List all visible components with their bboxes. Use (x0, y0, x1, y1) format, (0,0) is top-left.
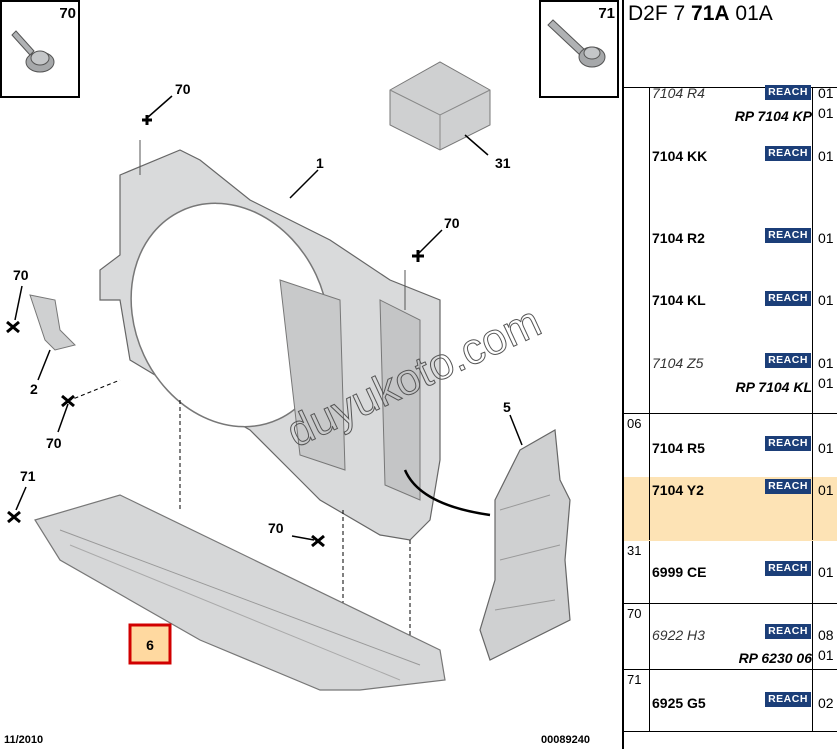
table-group: 71 6925 G5 REACH 02 (624, 670, 837, 732)
part-qty: 01 (818, 647, 834, 663)
part-ref[interactable]: 7104 R2 (652, 230, 705, 246)
group-number: 71 (627, 672, 642, 687)
callout-70-bottom: 70 (268, 520, 284, 536)
part-qty: 02 (818, 695, 834, 711)
part-qty: 01 (818, 355, 834, 371)
callout-70-box: 70 (59, 5, 76, 22)
reach-badge: REACH (765, 85, 811, 100)
part-qty: 01 (818, 105, 834, 121)
table-title: D2F 7 71A 01A (628, 2, 773, 25)
callout-70-lower-left: 70 (46, 435, 62, 451)
part-qty: 01 (818, 564, 834, 580)
part-replacement[interactable]: RP 7104 KP (734, 108, 812, 124)
part-ref-selected[interactable]: 7104 Y2 (652, 482, 704, 498)
callout-6-highlight (128, 623, 172, 665)
part-ref[interactable]: 7104 KK (652, 148, 708, 164)
bolt-70-box: 70 (0, 0, 80, 98)
marker-70-right: 70 (412, 215, 460, 262)
table-header: D2F 7 71A 01A (624, 0, 837, 88)
marker-70-bottom: 70 (268, 520, 325, 548)
callout-71-box: 71 (598, 5, 615, 22)
callout-2: 2 (30, 381, 38, 397)
marker-71-bottom: 71 (7, 468, 36, 524)
part-qty: 01 (818, 440, 834, 456)
callout-5: 5 (503, 399, 511, 415)
callout-31: 31 (495, 155, 511, 171)
parts-table: D2F 7 71A 01A 7104 R4 REACH 01 RP 7104 K… (622, 0, 837, 749)
callout-71-bottom: 71 (20, 468, 36, 484)
reach-badge: REACH (765, 146, 811, 161)
part-qty: 01 (818, 85, 834, 101)
marker-70-lower-left: 70 (46, 379, 121, 451)
part-ref[interactable]: 7104 R5 (652, 440, 705, 456)
table-group: 06 7104 R5 REACH 01 7104 Y2 REACH 01 (624, 414, 837, 541)
group-number: 70 (627, 606, 642, 621)
reach-badge: REACH (765, 479, 811, 494)
part-qty: 08 (818, 627, 834, 643)
part-replacement[interactable]: RP 6230 06 (738, 650, 812, 666)
part-ref[interactable]: 7104 R4 (652, 85, 705, 101)
diagram-date: 11/2010 (4, 734, 43, 746)
group-number: 31 (627, 543, 642, 558)
part-5-air-duct (479, 429, 571, 661)
part-qty: 01 (818, 375, 834, 391)
reach-badge: REACH (765, 692, 811, 707)
part-ref[interactable]: 7104 KL (652, 292, 706, 308)
callout-70-top: 70 (175, 81, 191, 97)
marker-70-top: 70 (142, 81, 191, 125)
part-qty: 01 (818, 292, 834, 308)
reach-badge: REACH (765, 436, 811, 451)
part-qty: 01 (818, 230, 834, 246)
marker-70-left: 70 2 (6, 267, 76, 397)
table-group: 7104 R4 REACH 01 RP 7104 KP 01 7104 KK R… (624, 85, 837, 414)
bolt-71-box: 71 (539, 0, 619, 98)
reach-badge: REACH (765, 561, 811, 576)
callout-70-right: 70 (444, 215, 460, 231)
table-group: 70 6922 H3 REACH 08 RP 6230 06 01 (624, 604, 837, 670)
table-group: 31 6999 CE REACH 01 (624, 541, 837, 604)
part-31-clip (389, 61, 491, 151)
part-ref[interactable]: 7104 Z5 (652, 355, 704, 371)
reach-badge: REACH (765, 353, 811, 368)
callout-1: 1 (316, 155, 324, 171)
bolt-icon (547, 19, 606, 68)
bolt-icon (11, 30, 55, 73)
part-qty: 01 (818, 482, 834, 498)
part-ref[interactable]: 6922 H3 (652, 627, 705, 643)
part-ref[interactable]: 6925 G5 (652, 695, 706, 711)
reach-badge: REACH (765, 624, 811, 639)
callout-6: 6 (146, 637, 154, 653)
part-qty: 01 (818, 148, 834, 164)
diagram-code: 00089240 (541, 734, 590, 746)
part-replacement[interactable]: RP 7104 KL (735, 379, 812, 395)
reach-badge: REACH (765, 291, 811, 306)
part-6-deflector (34, 494, 446, 691)
group-number: 06 (627, 416, 642, 431)
part-1-radiator-frame (99, 140, 441, 541)
callout-70-left: 70 (13, 267, 29, 283)
reach-badge: REACH (765, 228, 811, 243)
part-ref[interactable]: 6999 CE (652, 564, 707, 580)
parts-diagram: 70 71 31 1 70 (0, 0, 619, 746)
